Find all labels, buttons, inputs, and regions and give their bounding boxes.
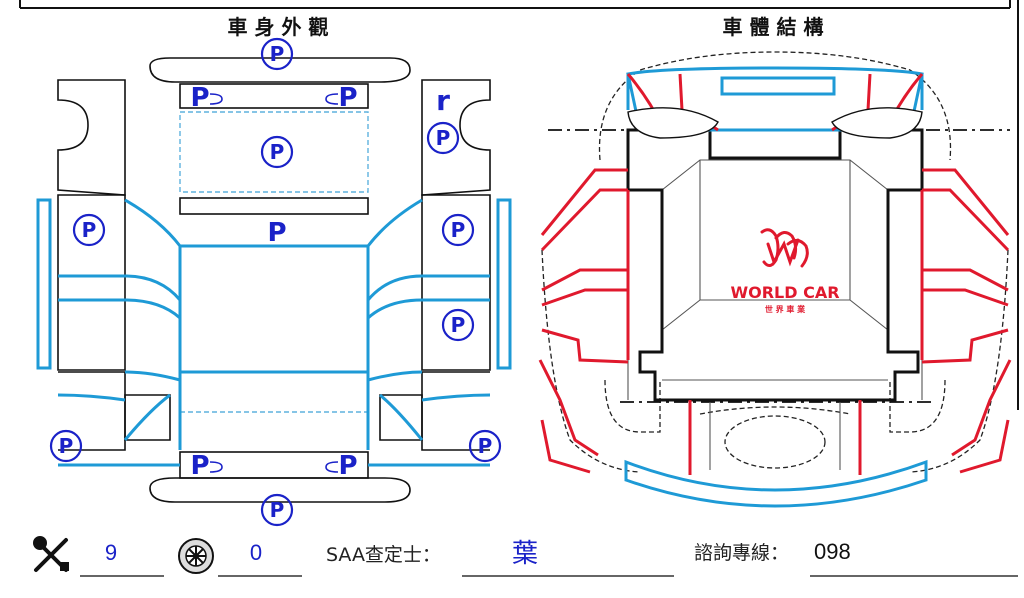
structure-frame [626, 128, 924, 402]
logo-text: WORLD CAR [730, 283, 839, 302]
paint-mark: P [451, 218, 466, 242]
hotline-label: 諮詢專線： [694, 542, 789, 564]
paint-mark: P [190, 83, 209, 113]
circled-paint-marks [49, 37, 502, 527]
corner-mark: r [436, 84, 450, 117]
blue-body-parts [36, 198, 512, 467]
left-panel-title: 車 身 外 觀 [228, 15, 329, 39]
hood-panel [179, 111, 369, 193]
tools-icon [33, 536, 69, 572]
paint-mark: P [338, 83, 357, 113]
structure-dashed-outline [541, 51, 1009, 473]
structure-lamps [627, 107, 923, 139]
wheel-icon [178, 538, 214, 574]
world-car-logo: WORLD CAR 世 界 車 業 [730, 228, 840, 314]
paint-mark: P [270, 498, 285, 522]
center-lines [548, 129, 1010, 403]
wheel-count: 0 [250, 540, 262, 565]
repair-count: 9 [105, 540, 117, 565]
plain-paint-marks: P P P P P r [190, 83, 450, 481]
structure-red [538, 73, 1012, 475]
inspector-name: 葉 [512, 539, 538, 569]
paint-mark: P [59, 434, 74, 458]
paint-mark: P [270, 140, 285, 164]
logo-subtext: 世 界 車 業 [765, 304, 806, 314]
footer-bar: 9 0 SAA查定士： 葉 諮詢專線： 098 [33, 536, 1018, 577]
paint-mark: P [478, 434, 493, 458]
lamp-marks [209, 93, 339, 473]
paint-mark: P [338, 451, 357, 481]
right-panel-title: 車 體 結 構 [723, 15, 824, 39]
frame [19, 0, 1019, 410]
paint-mark: P [267, 218, 286, 248]
hotline-number: 098 [814, 539, 851, 564]
inspector-label: SAA查定士： [326, 544, 441, 566]
paint-mark: P [270, 42, 285, 66]
paint-mark: P [82, 218, 97, 242]
paint-mark: P [190, 451, 209, 481]
paint-mark-labels: P P P P P P P P P [59, 42, 493, 522]
structure-blue [624, 66, 928, 508]
paint-mark: P [451, 313, 466, 337]
paint-mark: P [436, 126, 451, 150]
car-body-outline [57, 57, 491, 503]
